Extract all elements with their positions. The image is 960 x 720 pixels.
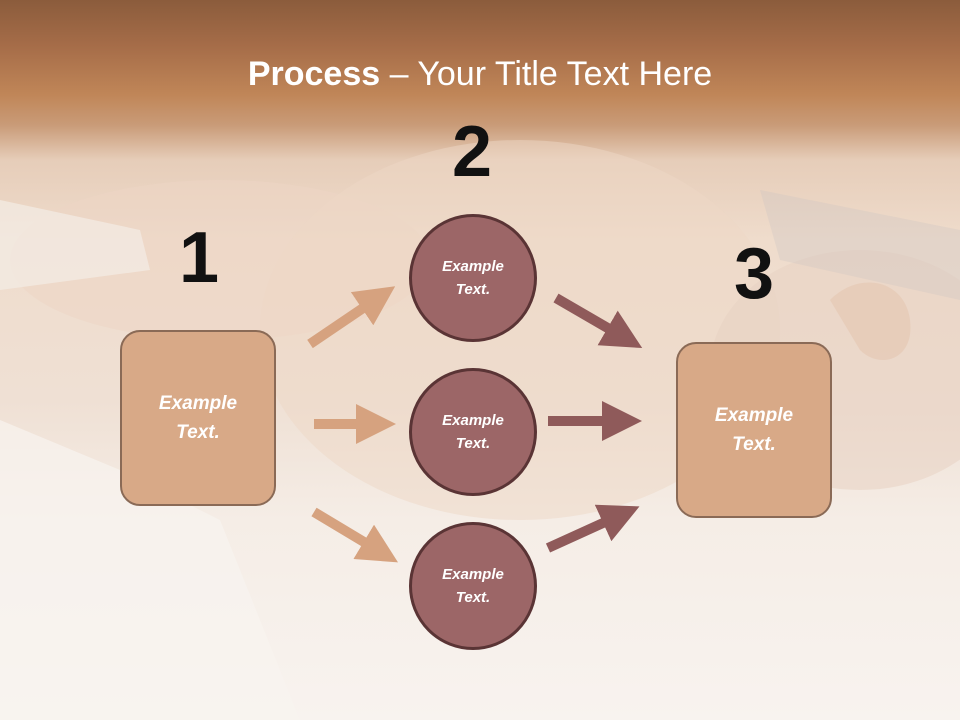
arrow-out-down — [553, 293, 643, 349]
title-rest: – Your Title Text Here — [380, 55, 713, 93]
step-number-2: 2 — [451, 112, 493, 192]
step-2-circle-bottom-label: Example Text. — [442, 566, 504, 606]
step-2-circle-bottom: Example Text. — [409, 522, 537, 650]
step-3-box: Example Text. — [676, 342, 832, 518]
title-bold: Process — [247, 55, 381, 93]
arrow-in-down — [311, 507, 399, 563]
step-number-3: 3 — [733, 234, 775, 314]
arrow-in-up — [307, 286, 396, 349]
slide-title: Process – Your Title Text Here — [0, 52, 960, 96]
arrow-out-up — [545, 504, 640, 553]
step-2-circle-top: Example Text. — [409, 214, 537, 342]
step-1-label: Example Text. — [158, 393, 238, 443]
step-2-circle-middle-label: Example Text. — [442, 412, 504, 452]
step-2-circle-top-label: Example Text. — [442, 258, 504, 298]
step-3-label: Example Text. — [714, 405, 794, 455]
step-2-circle-middle: Example Text. — [409, 368, 537, 496]
step-number-1: 1 — [178, 218, 220, 298]
step-1-box: Example Text. — [120, 330, 276, 506]
